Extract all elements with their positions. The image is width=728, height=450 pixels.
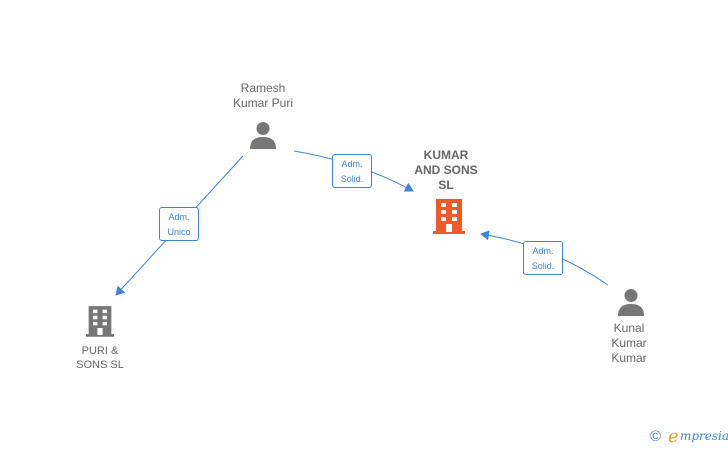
edge-label-line: Adm. [532, 246, 554, 256]
edge-label-line: Adm. [168, 212, 190, 222]
person-icon[interactable] [616, 287, 646, 317]
person-icon[interactable] [248, 120, 278, 150]
edge-label-line: Unico [167, 227, 191, 237]
building-icon[interactable] [86, 304, 114, 338]
edge-label-adm-solid: Adm. Solid. [332, 154, 372, 188]
edge-label-line: Solid. [531, 261, 555, 271]
brand-name: mpresia [680, 429, 728, 443]
brand-initial: e [668, 426, 679, 447]
company-label-kumar-and-sons[interactable]: KUMAR AND SONS SL [414, 148, 478, 192]
company-label-puri-and-sons[interactable]: PURI & SONS SL [76, 345, 124, 371]
edge-label-line: Adm. [341, 159, 363, 169]
edge-label-line: Solid. [340, 174, 364, 184]
building-icon[interactable] [433, 198, 465, 234]
edge-label-adm-unico: Adm. Unico [159, 207, 199, 241]
edge-label-adm-solid: Adm. Solid. [523, 241, 563, 275]
person-label-kunal[interactable]: Kunal Kumar Kumar [611, 321, 647, 365]
copyright-symbol: © [650, 428, 662, 445]
person-label-ramesh[interactable]: Ramesh Kumar Puri [232, 81, 294, 110]
